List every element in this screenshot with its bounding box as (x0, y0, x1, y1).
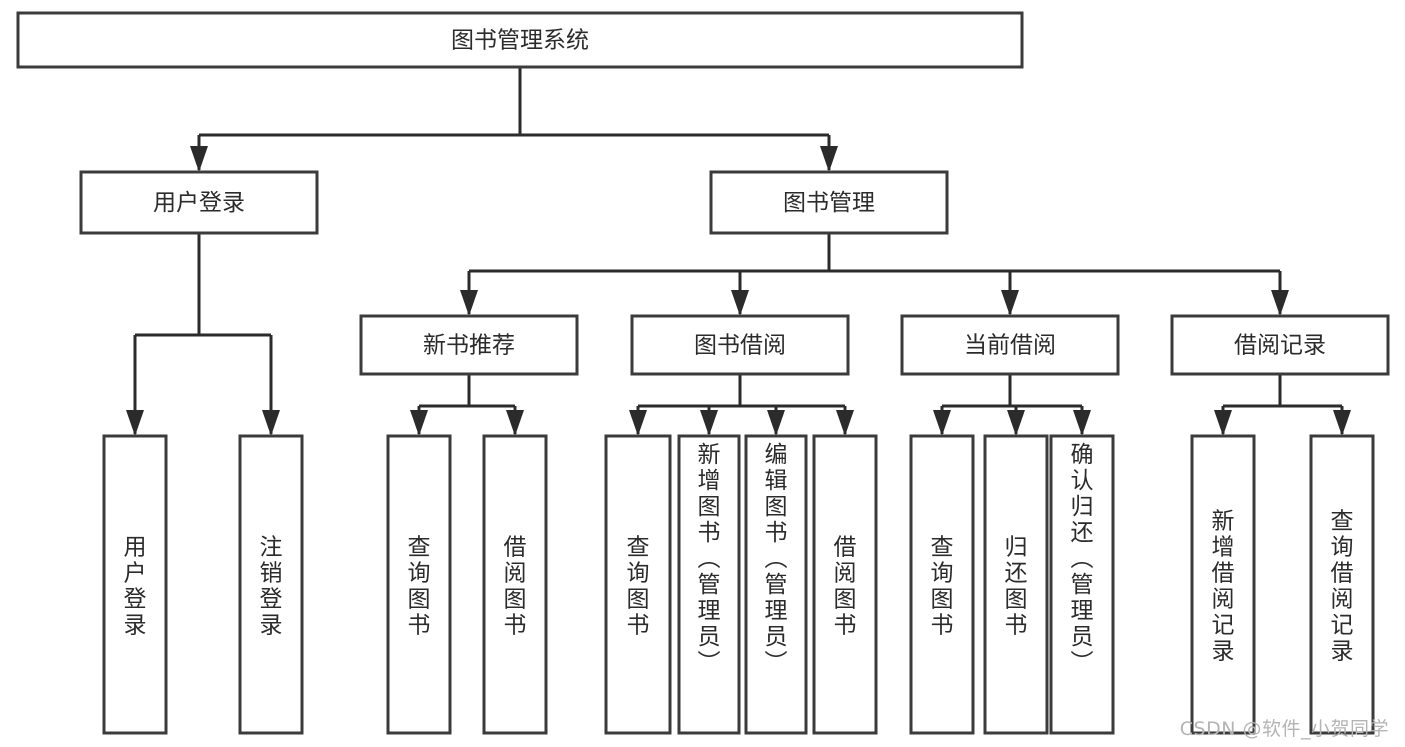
node-box (386, 434, 452, 735)
edge-arrowhead (933, 410, 951, 436)
node-box (359, 314, 579, 376)
node-box (79, 170, 319, 235)
node-box (983, 434, 1049, 735)
node-borrow-record[interactable]: 借阅记录 (1170, 314, 1390, 376)
node-label: 图书管理系统 (451, 28, 589, 54)
node-leaf-borrow-book-b[interactable]: 借阅图书 (812, 434, 878, 735)
node-leaf-add-record[interactable]: 新增借阅记录 (1190, 434, 1256, 735)
node-label: 用户登录 (124, 535, 147, 639)
node-leaf-user-login[interactable]: 用户登录 (102, 434, 168, 735)
node-leaf-borrow-book-a[interactable]: 借阅图书 (482, 434, 548, 735)
edge-arrowhead (767, 410, 785, 436)
node-leaf-query-book-c[interactable]: 查询图书 (909, 434, 975, 735)
edge-arrowhead (629, 410, 647, 436)
edge-group-book-borrow (629, 374, 854, 436)
node-box (1309, 434, 1375, 735)
node-label: 图书借阅 (694, 333, 786, 359)
edge-arrowhead (262, 410, 280, 436)
node-label: 查询图书 (931, 535, 954, 639)
node-box (16, 11, 1024, 69)
node-box (238, 434, 304, 735)
edge-arrowhead (410, 410, 428, 436)
edge-group-book-manage (460, 233, 1289, 316)
node-box (482, 434, 548, 735)
node-box (677, 434, 741, 735)
node-leaf-user-logout[interactable]: 注销登录 (238, 434, 304, 735)
node-label: 查询图书 (627, 535, 650, 639)
edge-arrowhead (700, 410, 718, 436)
edge-arrowhead (126, 410, 144, 436)
nodes-layer: 图书管理系统用户登录图书管理新书推荐图书借阅当前借阅借阅记录用户登录注销登录查询… (16, 11, 1390, 735)
node-root[interactable]: 图书管理系统 (16, 11, 1024, 69)
node-label: 查询借阅记录 (1331, 509, 1354, 665)
node-box (812, 434, 878, 735)
node-book-borrow[interactable]: 图书借阅 (630, 314, 850, 376)
node-box (744, 434, 808, 735)
node-book-manage[interactable]: 图书管理 (709, 170, 949, 235)
node-label: 查询图书 (408, 535, 431, 639)
edge-arrowhead (1073, 410, 1091, 436)
node-label: 当前借阅 (964, 333, 1056, 359)
edge-arrowhead (190, 146, 208, 172)
node-box (909, 434, 975, 735)
node-label: 借阅图书 (504, 535, 527, 639)
node-leaf-query-record[interactable]: 查询借阅记录 (1309, 434, 1375, 735)
edge-arrowhead (731, 290, 749, 316)
edge-arrowhead (1214, 410, 1232, 436)
edge-arrowhead (836, 410, 854, 436)
edge-arrowhead (1001, 290, 1019, 316)
node-box (1049, 434, 1115, 735)
node-leaf-add-book[interactable]: 新增图书︵管理员︶ (677, 434, 741, 735)
node-box (709, 170, 949, 235)
watermark-text: CSDN @软件_小贺同学 (1179, 718, 1389, 740)
node-label: 确认归还︵管理员︶ (1071, 442, 1094, 676)
node-label: 新增借阅记录 (1212, 509, 1235, 665)
edges-layer (126, 67, 1351, 436)
node-box (1190, 434, 1256, 735)
node-new-book-rec[interactable]: 新书推荐 (359, 314, 579, 376)
edge-group-current-borrow (933, 374, 1091, 436)
node-label: 借阅记录 (1234, 333, 1326, 359)
node-label: 编辑图书︵管理员︶ (765, 442, 788, 676)
node-leaf-return-book[interactable]: 归还图书 (983, 434, 1049, 735)
node-user-login[interactable]: 用户登录 (79, 170, 319, 235)
node-label: 归还图书 (1005, 535, 1028, 639)
node-leaf-confirm-return[interactable]: 确认归还︵管理员︶ (1049, 434, 1115, 735)
node-leaf-query-book-a[interactable]: 查询图书 (386, 434, 452, 735)
edge-arrowhead (1007, 410, 1025, 436)
node-leaf-query-book-b[interactable]: 查询图书 (604, 434, 672, 735)
node-label: 用户登录 (153, 190, 245, 216)
node-box (604, 434, 672, 735)
edge-arrowhead (506, 410, 524, 436)
node-label: 注销登录 (260, 535, 283, 639)
edge-arrowhead (460, 290, 478, 316)
node-leaf-edit-book[interactable]: 编辑图书︵管理员︶ (744, 434, 808, 735)
edge-group-borrow-record (1214, 374, 1351, 436)
node-box (102, 434, 168, 735)
edge-arrowhead (820, 146, 838, 172)
edge-group-root (190, 67, 838, 172)
node-box (630, 314, 850, 376)
node-box (900, 314, 1120, 376)
node-label: 图书管理 (783, 190, 875, 216)
node-label: 新增图书︵管理员︶ (698, 442, 721, 676)
node-current-borrow[interactable]: 当前借阅 (900, 314, 1120, 376)
edge-arrowhead (1271, 290, 1289, 316)
node-label: 借阅图书 (834, 535, 857, 639)
node-label: 新书推荐 (423, 333, 515, 359)
node-box (1170, 314, 1390, 376)
edge-arrowhead (1333, 410, 1351, 436)
edge-group-new-book-rec (410, 374, 524, 436)
edge-group-user-login (126, 233, 280, 436)
